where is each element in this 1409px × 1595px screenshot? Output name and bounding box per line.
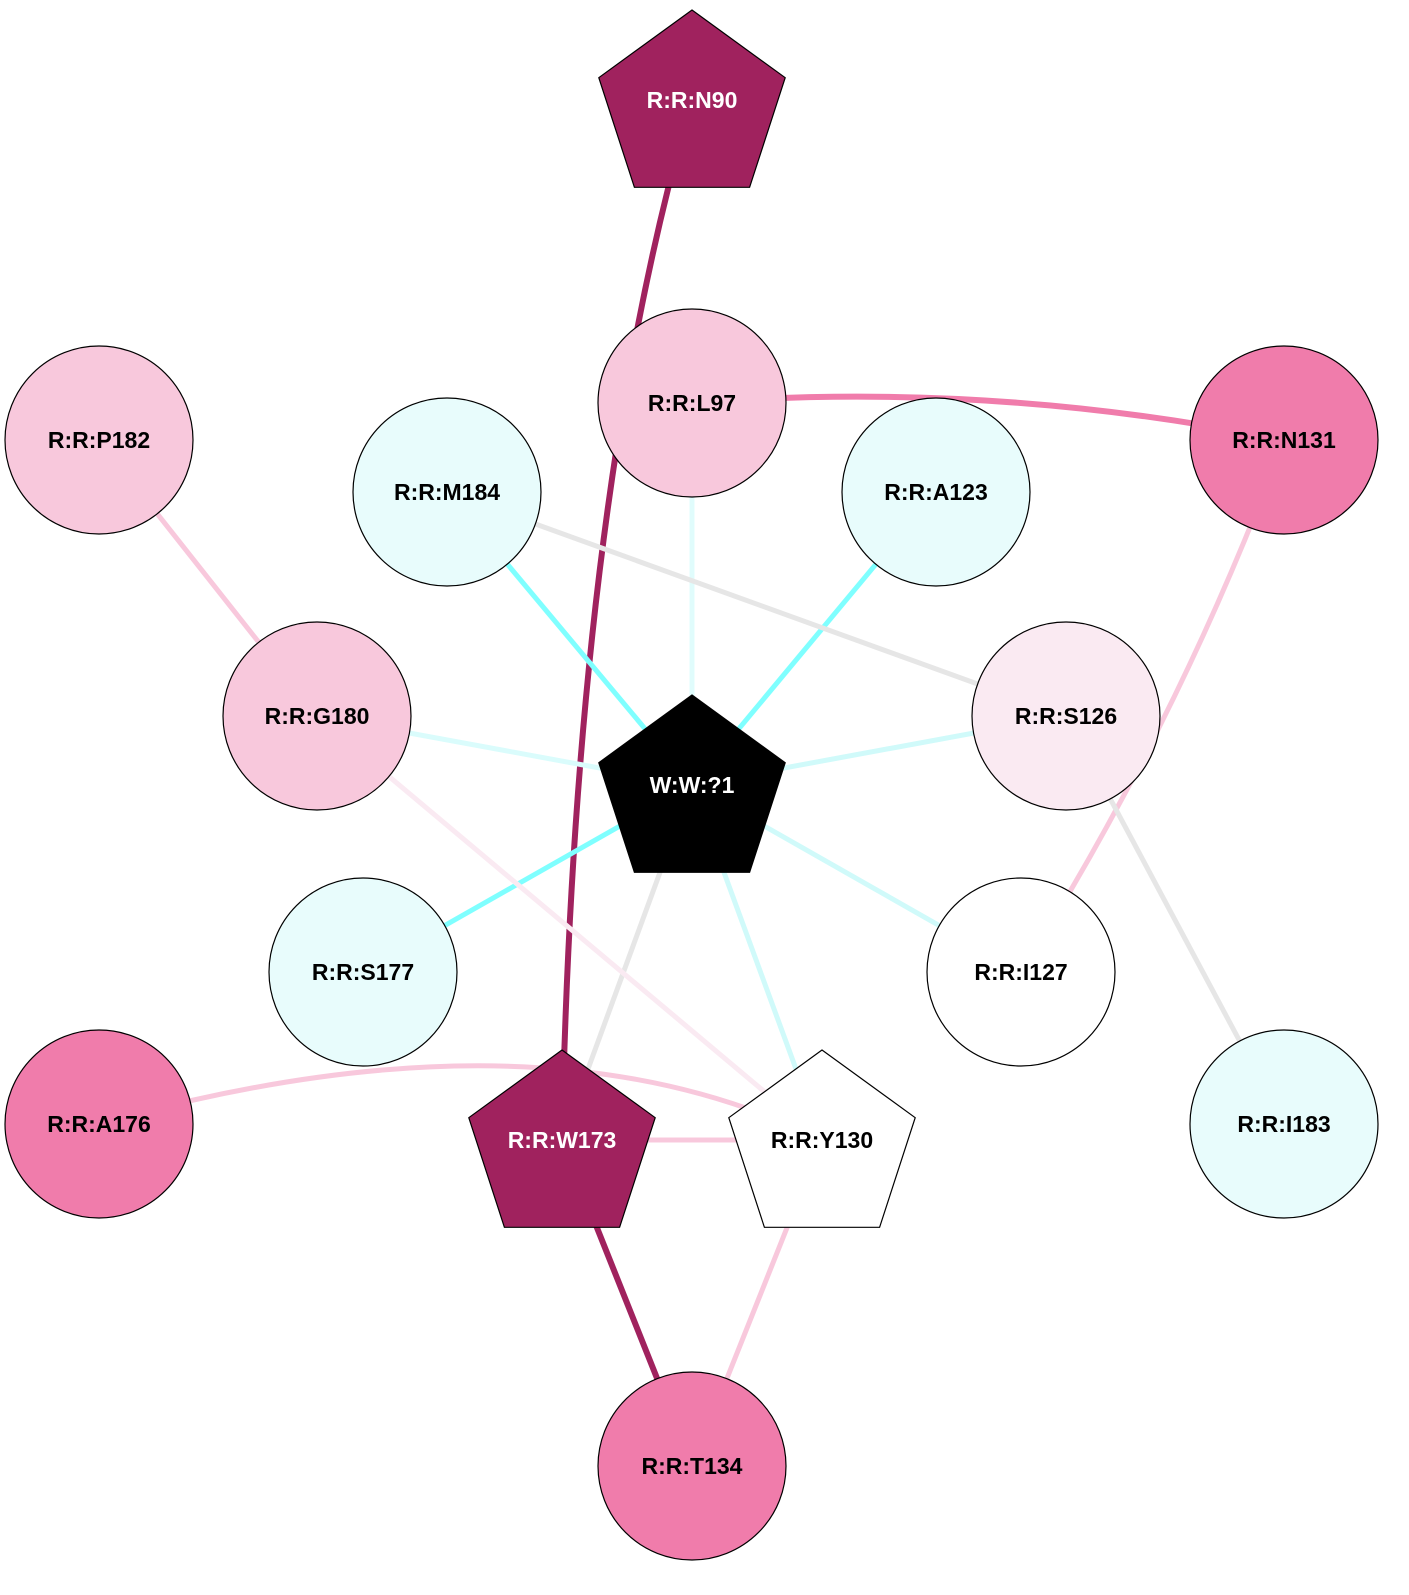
node-label: R:R:N131 (1232, 427, 1336, 453)
circle-shape (926, 877, 1116, 1067)
node-i127[interactable]: R:R:I127 (926, 877, 1116, 1067)
node-g180[interactable]: R:R:G180 (222, 621, 412, 811)
node-s126[interactable]: R:R:S126 (971, 621, 1161, 811)
node-w1[interactable]: W:W:?1 (598, 694, 786, 873)
circle-shape (971, 621, 1161, 811)
node-label: R:R:W173 (508, 1127, 617, 1153)
node-n131[interactable]: R:R:N131 (1189, 345, 1379, 535)
node-p182[interactable]: R:R:P182 (4, 345, 194, 535)
node-label: R:R:A123 (884, 479, 988, 505)
circle-shape (1189, 1029, 1379, 1219)
pentagon-shape (598, 694, 786, 873)
node-l97[interactable]: R:R:L97 (597, 308, 787, 498)
node-label: R:R:L97 (648, 390, 736, 416)
node-label: R:R:P182 (48, 427, 150, 453)
circle-shape (597, 1371, 787, 1561)
edge-n90-w173 (559, 99, 695, 1141)
node-t134[interactable]: R:R:T134 (597, 1371, 787, 1561)
pentagon-shape (598, 9, 786, 188)
node-n90[interactable]: R:R:N90 (598, 9, 786, 188)
node-label: R:R:I183 (1237, 1111, 1330, 1137)
node-y130[interactable]: R:R:Y130 (728, 1049, 916, 1228)
node-label: R:R:S177 (312, 959, 414, 985)
circle-shape (4, 345, 194, 535)
node-label: R:R:I127 (974, 959, 1067, 985)
node-s177[interactable]: R:R:S177 (268, 877, 458, 1067)
node-i183[interactable]: R:R:I183 (1189, 1029, 1379, 1219)
node-m184[interactable]: R:R:M184 (352, 397, 542, 587)
circle-shape (268, 877, 458, 1067)
node-label: W:W:?1 (650, 772, 735, 798)
circle-shape (841, 397, 1031, 587)
node-a176[interactable]: R:R:A176 (4, 1029, 194, 1219)
edge-m184-s126 (446, 489, 1067, 719)
circle-shape (1189, 345, 1379, 535)
circle-shape (597, 308, 787, 498)
node-label: R:R:S126 (1015, 703, 1117, 729)
node-label: R:R:T134 (642, 1453, 743, 1479)
pentagon-shape (468, 1049, 656, 1228)
circle-shape (4, 1029, 194, 1219)
node-w173[interactable]: R:R:W173 (468, 1049, 656, 1228)
node-label: R:R:A176 (47, 1111, 151, 1137)
edge-a176-y130 (98, 1063, 824, 1143)
node-label: R:R:N90 (647, 87, 738, 113)
pentagon-shape (728, 1049, 916, 1228)
edge-g180-y130 (315, 714, 824, 1142)
node-label: R:R:Y130 (771, 1127, 873, 1153)
circle-shape (222, 621, 412, 811)
node-a123[interactable]: R:R:A123 (841, 397, 1031, 587)
node-label: R:R:M184 (394, 479, 500, 505)
circle-shape (352, 397, 542, 587)
node-label: R:R:G180 (265, 703, 370, 729)
